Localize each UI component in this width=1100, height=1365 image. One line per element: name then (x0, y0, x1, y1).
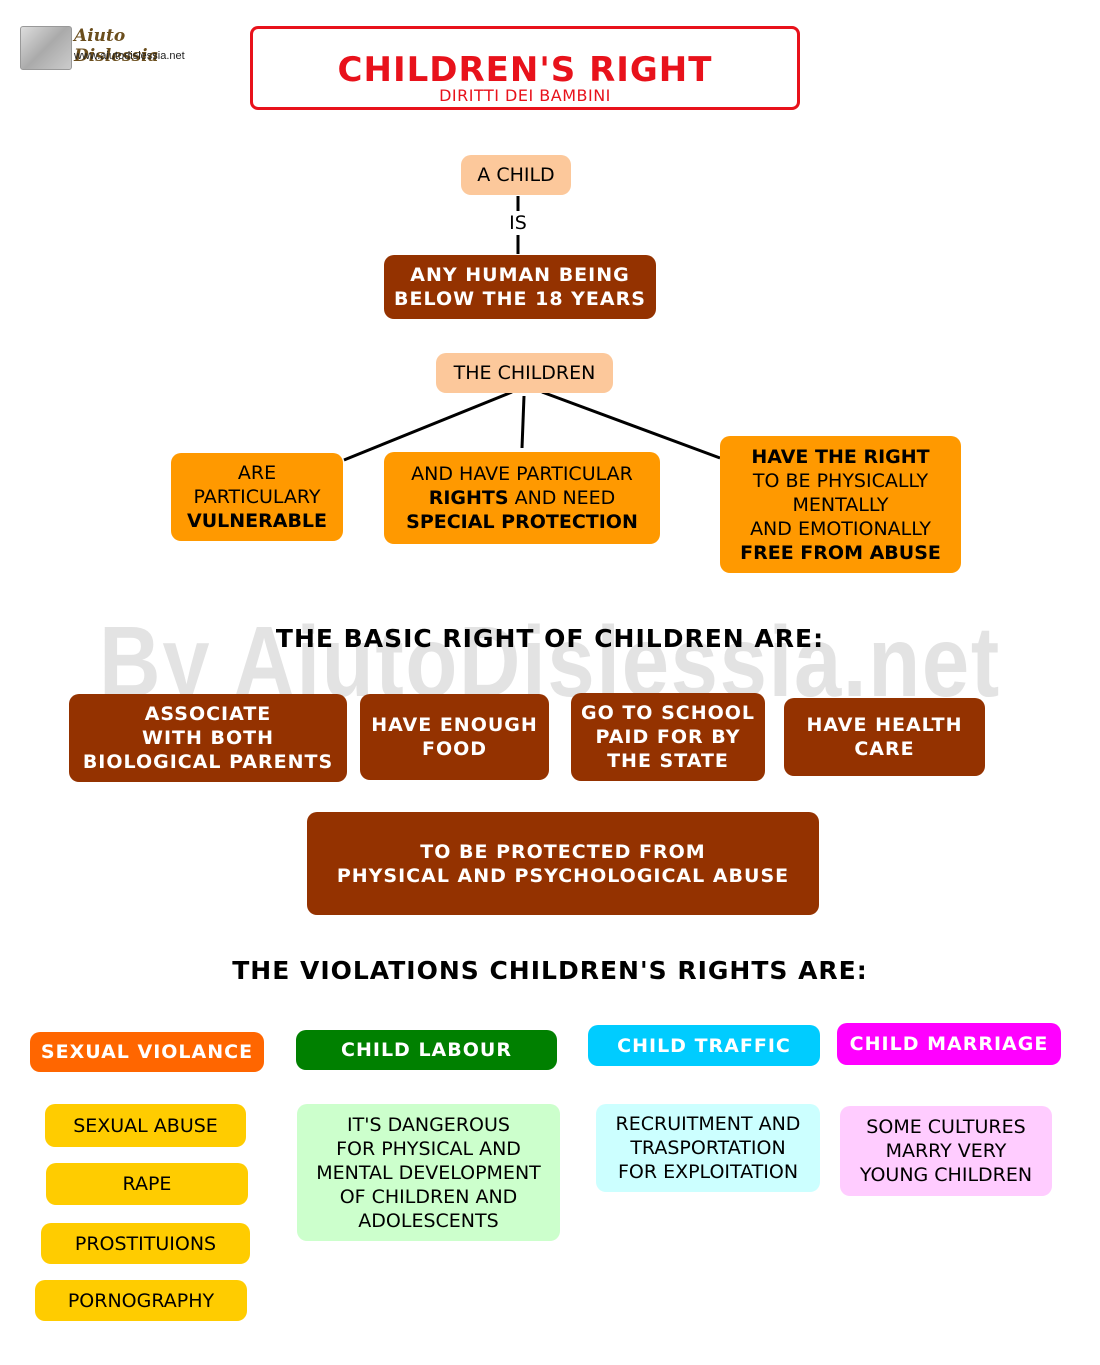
node-line: TO BE PHYSICALLY (752, 469, 929, 492)
title-box: CHILDREN'S RIGHT DIRITTI DEI BAMBINI (250, 26, 800, 110)
node-the-children-label: THE CHILDREN (453, 362, 596, 384)
category-child-traffic: CHILD TRAFFIC (588, 1025, 820, 1066)
basic-right-food: HAVE ENOUGH FOOD (360, 694, 549, 780)
right-line: PAID FOR BY (595, 726, 741, 748)
child-labour-description: IT'S DANGEROUS FOR PHYSICAL AND MENTAL D… (297, 1104, 560, 1241)
basic-right-health: HAVE HEALTH CARE (784, 698, 985, 776)
description-line: FOR EXPLOITATION (617, 1161, 799, 1183)
node-line: ARE (237, 462, 277, 484)
child-traffic-description: RECRUITMENT AND TRASPORTATION FOR EXPLOI… (596, 1104, 820, 1192)
node-line: AND HAVE PARTICULAR (411, 463, 633, 485)
connector-children-middle (520, 395, 526, 449)
right-line: ASSOCIATE (144, 703, 272, 725)
right-line: HAVE HEALTH (806, 714, 963, 736)
right-line: WITH BOTH (142, 727, 274, 749)
category-label: CHILD LABOUR (341, 1039, 512, 1061)
right-line: THE STATE (607, 750, 729, 772)
violation-item-label: PROSTITUIONS (74, 1232, 217, 1255)
node-human-being: ANY HUMAN BEING BELOW THE 18 YEARS (384, 255, 656, 319)
node-free-from-abuse: HAVE THE RIGHT TO BE PHYSICALLY MENTALLY… (720, 436, 961, 573)
category-child-labour: CHILD LABOUR (296, 1030, 557, 1070)
basic-right-protection: TO BE PROTECTED FROM PHYSICAL AND PSYCHO… (307, 812, 819, 915)
description-line: OF CHILDREN AND (339, 1185, 518, 1208)
book-icon (20, 26, 72, 70)
right-line: CARE (854, 738, 915, 760)
connector-children-right (541, 390, 721, 460)
description-line: ADOLESCENTS (358, 1209, 499, 1232)
violation-item: PORNOGRAPHY (35, 1280, 247, 1321)
node-line: FREE FROM ABUSE (740, 541, 941, 564)
node-a-child: A CHILD (461, 155, 571, 195)
violation-item-label: PORNOGRAPHY (67, 1289, 215, 1312)
node-a-child-label: A CHILD (477, 164, 555, 186)
description-line: SOME CULTURES (866, 1116, 1026, 1138)
basic-rights-heading: THE BASIC RIGHT OF CHILDREN ARE: (275, 624, 825, 653)
right-line: FOOD (421, 738, 488, 760)
node-line: SPECIAL PROTECTION (406, 511, 638, 533)
basic-right-parents: ASSOCIATE WITH BOTH BIOLOGICAL PARENTS (69, 694, 347, 782)
page-subtitle: DIRITTI DEI BAMBINI (439, 86, 611, 105)
node-line: HAVE THE RIGHT (751, 445, 930, 468)
node-line-bold: RIGHTS (428, 487, 509, 509)
basic-right-school: GO TO SCHOOL PAID FOR BY THE STATE (571, 693, 765, 781)
node-vulnerable: ARE PARTICULARY VULNERABLE (171, 453, 343, 541)
violation-item: SEXUAL ABUSE (45, 1104, 246, 1147)
right-line: HAVE ENOUGH (371, 714, 538, 736)
node-human-being-line: ANY HUMAN BEING (410, 264, 630, 286)
category-label: SEXUAL VIOLANCE (40, 1041, 254, 1063)
category-label: CHILD MARRIAGE (849, 1033, 1049, 1055)
node-line: VULNERABLE (186, 510, 328, 532)
link-label-is: IS (500, 211, 536, 235)
node-human-being-line: BELOW THE 18 YEARS (394, 288, 646, 310)
logo-url: www.aiutodislessia.net (74, 50, 185, 62)
node-line: RIGHTS AND NEED (429, 486, 616, 510)
node-line: MENTALLY (792, 493, 889, 516)
violation-item-label: RAPE (122, 1173, 172, 1195)
node-line: PARTICULARY (193, 486, 321, 508)
category-child-marriage: CHILD MARRIAGE (837, 1023, 1061, 1065)
description-line: MARRY VERY (885, 1140, 1007, 1162)
description-line: FOR PHYSICAL AND (336, 1137, 521, 1160)
node-the-children: THE CHILDREN (436, 353, 613, 393)
description-line: TRASPORTATION (630, 1137, 786, 1159)
aiutodislessia-logo[interactable]: Aiuto Dislessia www.aiutodislessia.net (20, 24, 205, 70)
description-line: MENTAL DEVELOPMENT (316, 1161, 541, 1184)
description-line: RECRUITMENT AND (615, 1113, 801, 1135)
description-line: YOUNG CHILDREN (859, 1164, 1033, 1186)
connector-children-left (343, 390, 513, 462)
violations-heading: THE VIOLATIONS CHILDREN'S RIGHTS ARE: (232, 956, 868, 985)
node-special-protection: AND HAVE PARTICULAR RIGHTS AND NEED SPEC… (384, 452, 660, 544)
child-marriage-description: SOME CULTURES MARRY VERY YOUNG CHILDREN (840, 1106, 1052, 1196)
category-sexual-violence: SEXUAL VIOLANCE (30, 1032, 264, 1072)
description-line: IT'S DANGEROUS (347, 1113, 510, 1136)
right-line: PHYSICAL AND PSYCHOLOGICAL ABUSE (336, 864, 790, 887)
right-line: TO BE PROTECTED FROM (420, 840, 706, 863)
violation-item-label: SEXUAL ABUSE (73, 1114, 218, 1137)
node-line-normal: AND NEED (508, 487, 616, 509)
violation-item: PROSTITUIONS (41, 1223, 250, 1264)
category-label: CHILD TRAFFIC (617, 1034, 791, 1057)
node-line: AND EMOTIONALLY (750, 517, 931, 540)
right-line: BIOLOGICAL PARENTS (82, 751, 334, 773)
right-line: GO TO SCHOOL (580, 702, 756, 724)
page-title: CHILDREN'S RIGHT (337, 50, 713, 90)
violation-item: RAPE (46, 1163, 248, 1205)
logo-name: Aiuto Dislessia (74, 26, 159, 66)
